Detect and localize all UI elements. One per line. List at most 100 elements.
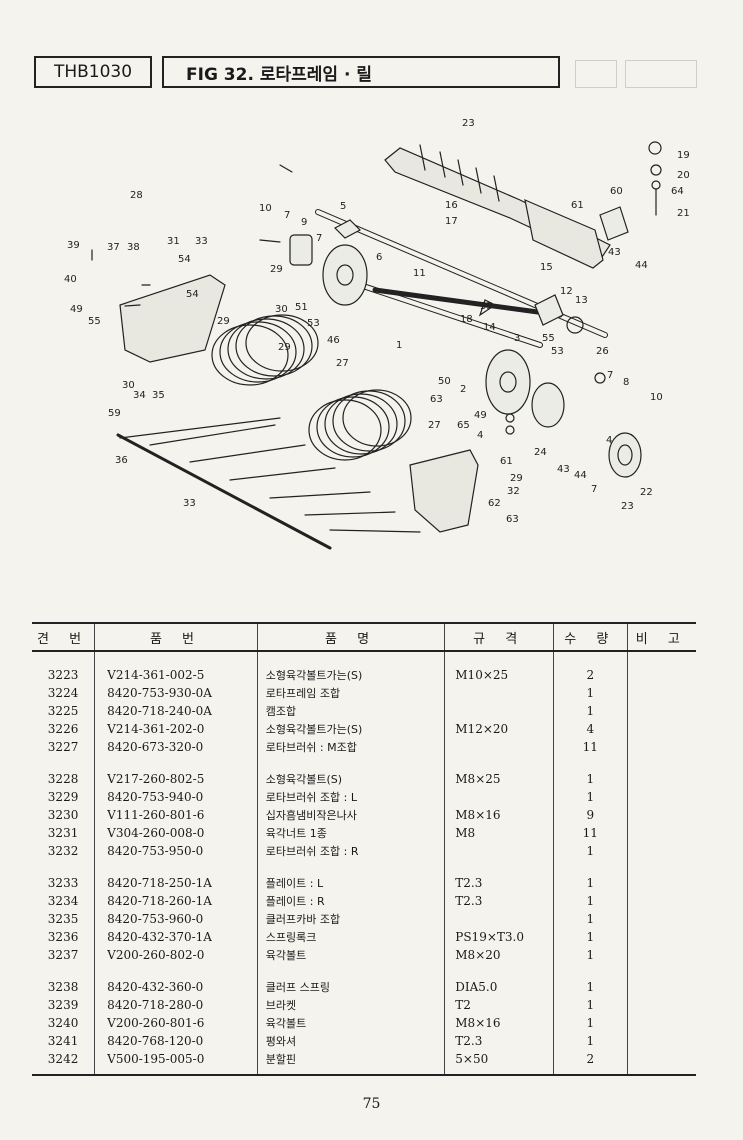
callout-label: 36 bbox=[115, 455, 128, 466]
spec-cell: T2.3 bbox=[444, 874, 554, 892]
spec-cell: T2 bbox=[444, 996, 554, 1014]
diagram-drawing bbox=[91, 141, 662, 550]
spec-cell: 5×50 bbox=[444, 1050, 554, 1075]
callout-label: 65 bbox=[457, 420, 470, 431]
callout-label: 53 bbox=[307, 318, 320, 329]
callout-label: 12 bbox=[560, 286, 573, 297]
remark-cell bbox=[626, 946, 696, 964]
quantity-cell: 1 bbox=[553, 702, 628, 720]
column-header-ref-no: 견 번 bbox=[32, 622, 95, 652]
part-number-cell: 8420-432-370-1A bbox=[94, 928, 258, 946]
ref-no-cell: 3224 bbox=[47, 686, 79, 700]
spacer-cell bbox=[444, 756, 554, 770]
ref-no-cell: 3236 bbox=[47, 930, 79, 944]
callout-label: 30 bbox=[122, 380, 135, 391]
ref-no-cell: 3233 bbox=[47, 876, 79, 890]
callout-label: 62 bbox=[488, 498, 501, 509]
callout-label: 50 bbox=[438, 376, 451, 387]
spacer-cell bbox=[444, 860, 554, 874]
quantity-cell: 1 bbox=[553, 770, 628, 788]
group-spacer-row bbox=[32, 860, 696, 874]
spacer-cell bbox=[444, 651, 554, 666]
callout-label: 16 bbox=[445, 200, 458, 211]
callout-label: 18 bbox=[460, 314, 473, 325]
spacer-cell bbox=[626, 860, 696, 874]
spacer-cell bbox=[553, 964, 628, 978]
remark-cell bbox=[626, 996, 696, 1014]
quantity-cell: 1 bbox=[553, 1014, 628, 1032]
exploded-parts-diagram: 23 19 20 64 21 60 61 43 44 16 17 28 10 7… bbox=[64, 118, 690, 550]
model-number: THB1030 bbox=[53, 62, 133, 82]
quantity-cell: 2 bbox=[553, 1050, 628, 1075]
ref-no-cell: 3228 bbox=[47, 772, 79, 786]
callout-label: 60 bbox=[610, 186, 623, 197]
spec-cell: T2.3 bbox=[444, 1032, 554, 1050]
spacer-cell bbox=[32, 651, 95, 666]
callout-label: 19 bbox=[677, 150, 690, 161]
callout-label: 5 bbox=[340, 201, 346, 212]
callout-label: 43 bbox=[608, 247, 621, 258]
callout-label: 2 bbox=[460, 384, 466, 395]
spacer-cell bbox=[256, 756, 445, 770]
spacer-cell bbox=[32, 756, 95, 770]
part-number-cell: V200-260-802-0 bbox=[94, 946, 258, 964]
callout-label: 44 bbox=[574, 470, 587, 481]
part-number-cell: V217-260-802-5 bbox=[94, 770, 258, 788]
callout-label: 59 bbox=[108, 408, 121, 419]
callout-label: 55 bbox=[542, 333, 555, 344]
remark-cell bbox=[626, 788, 696, 806]
part-name-cell: 육각볼트 bbox=[256, 946, 445, 964]
callout-label: 29 bbox=[278, 342, 291, 353]
group-spacer-row bbox=[32, 651, 696, 666]
spec-cell: M10×25 bbox=[444, 666, 554, 684]
spec-cell bbox=[444, 702, 554, 720]
callout-label: 7 bbox=[591, 484, 597, 495]
remark-cell bbox=[626, 1032, 696, 1050]
part-name-cell: 소형육각볼트(S) bbox=[256, 770, 445, 788]
part-name-cell: 로타브러쉬 조합 : R bbox=[256, 842, 445, 860]
callout-label: 7 bbox=[284, 210, 290, 221]
part-number-cell: 8420-753-950-0 bbox=[94, 842, 258, 860]
callout-label: 29 bbox=[270, 264, 283, 275]
callout-label: 27 bbox=[336, 358, 349, 369]
spacer-cell bbox=[626, 756, 696, 770]
remark-cell bbox=[626, 806, 696, 824]
spacer-cell bbox=[256, 651, 445, 666]
ref-no-cell: 3225 bbox=[47, 704, 79, 718]
callout-label: 54 bbox=[178, 254, 191, 265]
part-number-cell: 8420-753-960-0 bbox=[94, 910, 258, 928]
remark-cell bbox=[626, 684, 696, 702]
callout-label: 32 bbox=[507, 486, 520, 497]
callout-label: 49 bbox=[70, 304, 83, 315]
quantity-cell: 1 bbox=[553, 1032, 628, 1050]
ref-no-cell: 3227 bbox=[47, 740, 79, 754]
callout-label: 38 bbox=[127, 242, 140, 253]
part-number-cell: V214-361-202-0 bbox=[94, 720, 258, 738]
part-name-cell: 소형육각볼트가는(S) bbox=[256, 666, 445, 684]
group-spacer-row bbox=[32, 756, 696, 770]
part-number-cell: 8420-753-940-0 bbox=[94, 788, 258, 806]
spacer-cell bbox=[94, 756, 258, 770]
column-header-spec: 규 격 bbox=[444, 622, 554, 652]
callout-label: 21 bbox=[677, 208, 690, 219]
callout-label: 4 bbox=[606, 435, 612, 446]
callout-label: 54 bbox=[186, 289, 199, 300]
part-name-cell: 십자흠냄비작은나사 bbox=[256, 806, 445, 824]
callout-label: 63 bbox=[430, 394, 443, 405]
quantity-cell: 1 bbox=[553, 996, 628, 1014]
part-name-cell: 플레이트 : R bbox=[256, 892, 445, 910]
callout-label: 43 bbox=[557, 464, 570, 475]
spacer-cell bbox=[256, 860, 445, 874]
quantity-cell: 11 bbox=[553, 738, 628, 756]
remark-cell bbox=[626, 1050, 696, 1075]
callout-label: 1 bbox=[396, 340, 402, 351]
ref-no-cell: 3239 bbox=[47, 998, 79, 1012]
quantity-cell: 1 bbox=[553, 892, 628, 910]
callout-label: 64 bbox=[671, 186, 684, 197]
